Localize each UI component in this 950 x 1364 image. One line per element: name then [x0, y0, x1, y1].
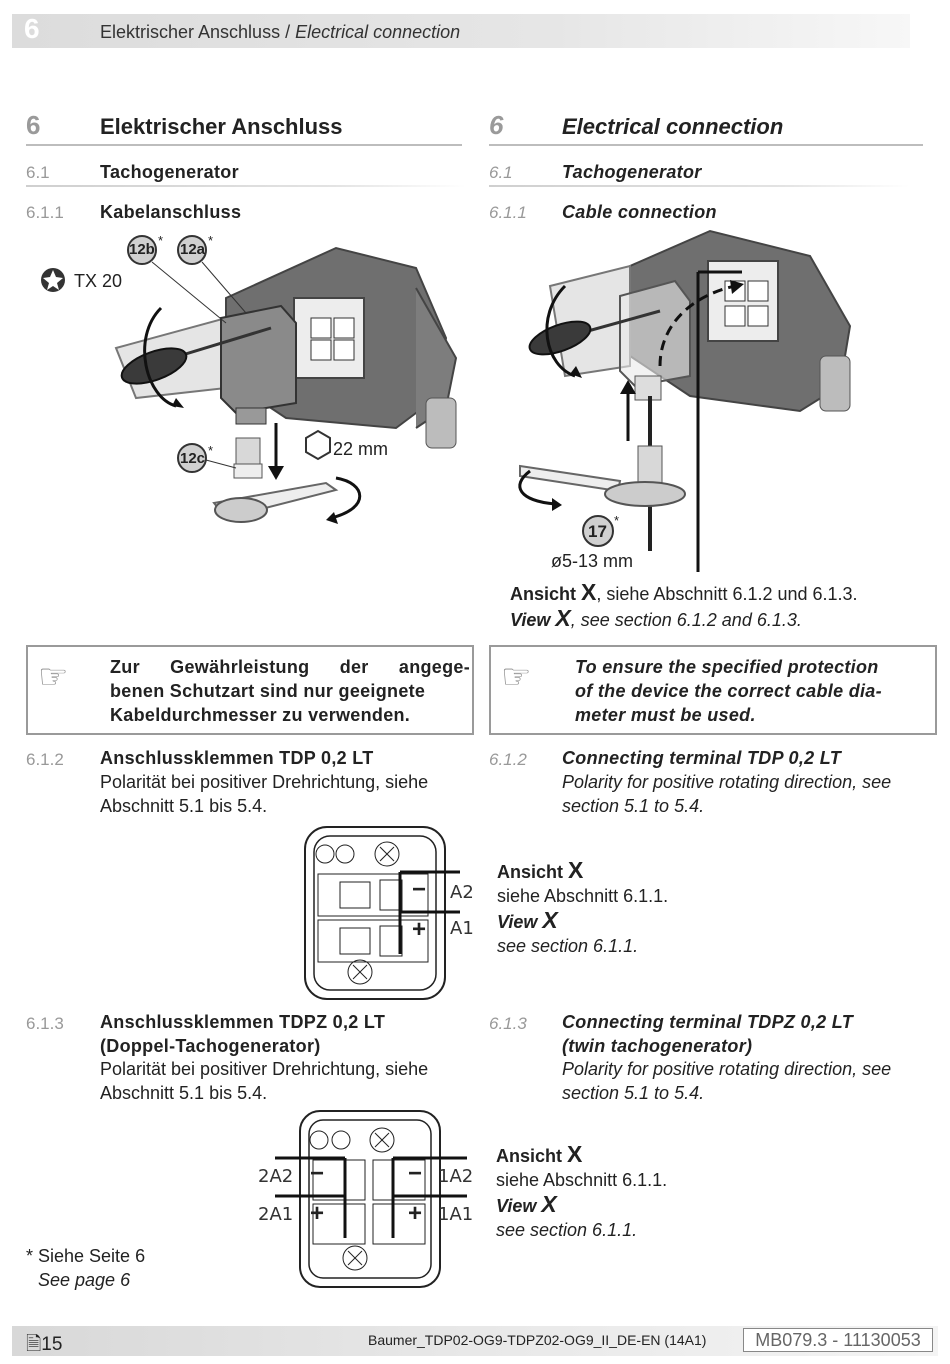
en-section-rule [489, 185, 909, 187]
pointing-hand-icon: ☞ [38, 658, 69, 696]
document-name: Baumer_TDP02-OG9-TDPZ02-OG9_II_DE-EN (14… [368, 1332, 707, 1348]
document-code: MB079.3 - 11130053 [743, 1328, 933, 1352]
en-chapter-number: 6 [489, 110, 504, 140]
tdpz-left-plus: + [310, 1200, 325, 1227]
de-612-text: Polarität bei positiver Drehrichtung, si… [100, 772, 429, 816]
callout-17: 17 [588, 522, 607, 541]
page-icon: 🗎 [26, 1334, 42, 1355]
terminal-2a2-label: 2A2 [258, 1166, 294, 1187]
view-x-reference: Ansicht X, siehe Abschnitt 6.1.2 und 6.1… [510, 579, 858, 631]
en-section-number: 6.1 [489, 163, 513, 182]
de-section-rule [26, 185, 466, 187]
de-note-text: Zur Gewährleistung der angege- benen Sch… [110, 657, 470, 725]
tdp-view-reference: Ansicht X siehe Abschnitt 6.1.1. View X … [497, 857, 669, 956]
star-17: * [614, 513, 620, 528]
de-613-block: Anschlussklemmen TDPZ 0,2 LT (Doppel-Tac… [100, 1012, 429, 1103]
tdpz-right-plus: + [408, 1200, 423, 1227]
terminal-diagram-tdpz [275, 1110, 467, 1288]
star-12a: * [208, 233, 214, 248]
de-note-box: ☞ Zur Gewährleistung der angege- benen S… [26, 645, 474, 735]
de-subsection-title: Kabelanschluss [100, 202, 242, 222]
terminal-1a1-label: 1A1 [438, 1204, 474, 1225]
en-section-title: Tachogenerator [562, 162, 702, 182]
cable-mounting-illustration [41, 235, 458, 524]
de-612-title: Anschlussklemmen TDP 0,2 LT [100, 748, 374, 768]
callout-12c: 12c [180, 450, 206, 467]
de-chapter-rule [26, 144, 462, 146]
en-612-number: 6.1.2 [489, 750, 527, 769]
cable-insertion-illustration [518, 229, 852, 572]
star-12c: * [208, 443, 214, 458]
en-subsection-title: Cable connection [562, 202, 717, 222]
cable-diameter-label: ø5-13 mm [551, 551, 634, 571]
en-subsection-number: 6.1.1 [489, 203, 527, 222]
tdpz-view-reference: Ansicht X siehe Abschnitt 6.1.1. View X … [496, 1141, 668, 1240]
en-613-block: Connecting terminal TDPZ 0,2 LT (twin ta… [562, 1012, 892, 1103]
de-chapter-title: Elektrischer Anschluss [100, 114, 343, 139]
tx20-label: TX 20 [74, 271, 123, 291]
pointing-hand-icon: ☞ [501, 658, 532, 696]
star-12b: * [158, 233, 164, 248]
de-subsection-number: 6.1.1 [26, 203, 64, 222]
page-footer: 🗎15 Baumer_TDP02-OG9-TDPZ02-OG9_II_DE-EN… [12, 1326, 938, 1356]
header-title: Elektrischer Anschluss / Electrical conn… [100, 22, 461, 42]
en-note-box: ☞ To ensure the specified protection of … [489, 645, 937, 735]
terminal-2a1-label: 2A1 [258, 1204, 294, 1225]
en-613-number: 6.1.3 [489, 1014, 527, 1033]
de-chapter-number: 6 [26, 110, 41, 140]
terminal-1a2-label: 1A2 [438, 1166, 474, 1187]
de-613-number: 6.1.3 [26, 1014, 64, 1033]
terminal-a2-label: A2 [450, 882, 474, 903]
tdp-minus-sign: − [412, 876, 427, 903]
wrench-size-label: 22 mm [333, 439, 389, 459]
tdp-plus-sign: + [412, 916, 427, 943]
en-chapter-title: Electrical connection [562, 114, 784, 139]
de-612-number: 6.1.2 [26, 750, 64, 769]
callout-12b: 12b [129, 241, 155, 258]
tdpz-right-minus: − [408, 1160, 423, 1187]
tdpz-left-minus: − [310, 1160, 325, 1187]
page-header-bar: 6 Elektrischer Anschluss / Electrical co… [12, 14, 910, 48]
terminal-a1-label: A1 [450, 918, 474, 939]
de-section-title: Tachogenerator [100, 162, 239, 182]
chapter-number: 6 [24, 13, 40, 44]
en-612-title: Connecting terminal TDP 0,2 LT [562, 748, 842, 768]
de-section-number: 6.1 [26, 163, 50, 182]
callout-12a: 12a [180, 241, 206, 258]
en-612-text: Polarity for positive rotating direction… [562, 772, 892, 816]
terminal-diagram-tdp [304, 826, 460, 1000]
en-note-text: To ensure the specified protection of th… [575, 657, 882, 725]
footnote: * Siehe Seite 6 See page 6 [26, 1246, 146, 1290]
page-number: 🗎15 [26, 1334, 63, 1355]
en-chapter-rule [489, 144, 923, 146]
